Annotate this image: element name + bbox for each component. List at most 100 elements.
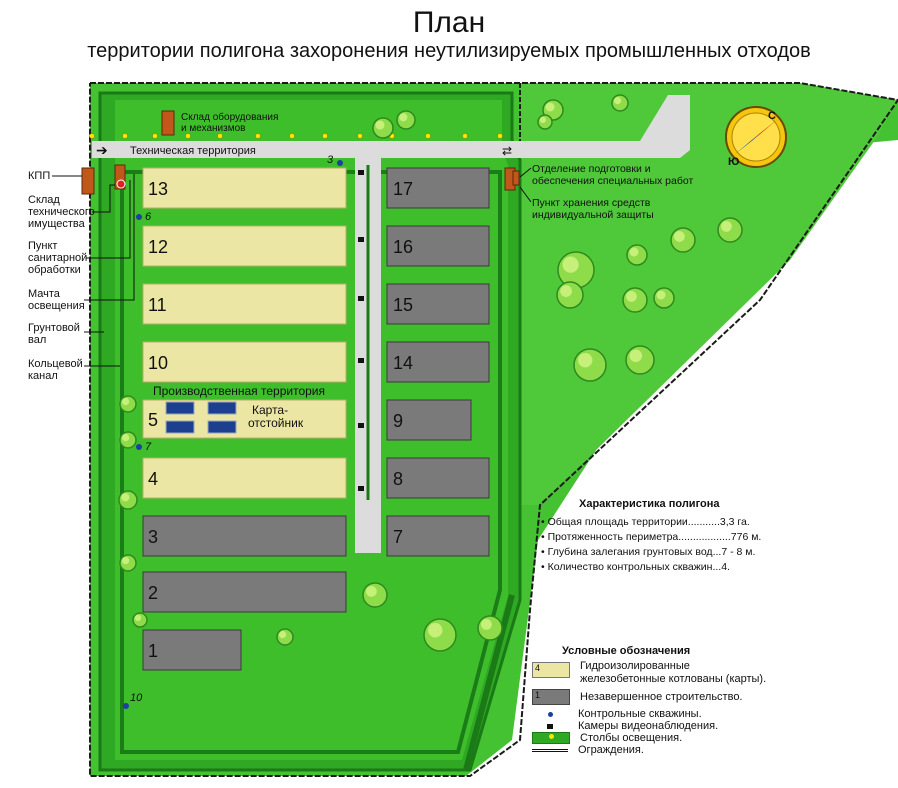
tree-icon: [557, 251, 595, 289]
pit-number: 15: [393, 295, 413, 315]
pit-number: 10: [148, 353, 168, 373]
legend-item: 1 Незавершенное строительство.: [532, 689, 766, 705]
pit-number: 8: [393, 469, 403, 489]
canal-label: Кольцевой канал: [28, 358, 83, 382]
pit-number: 17: [393, 179, 413, 199]
well-label: 6: [145, 211, 152, 223]
compass-icon: С Ю: [725, 106, 787, 168]
well-icon: [123, 703, 129, 709]
lamp-icon: [289, 133, 295, 139]
well-label: 10: [130, 692, 143, 704]
pit-number: 5: [148, 410, 158, 430]
mast-label: Мачта освещения: [28, 288, 85, 312]
well-label: 7: [145, 441, 152, 453]
legend-swatch-yellow: 4: [532, 662, 570, 678]
east-field: [520, 83, 898, 505]
camera-icon: [358, 358, 364, 363]
pit-number: 7: [393, 527, 403, 547]
tree-icon: [362, 582, 388, 608]
legend-text: Гидроизолированные железобетонные котлов…: [580, 660, 767, 685]
tree-icon: [653, 287, 675, 309]
tech-territory-label: Техническая территория: [130, 145, 256, 157]
well-label: 3: [327, 154, 334, 166]
sanitary-label: Пункт санитарной обработки: [28, 240, 88, 276]
tree-icon: [276, 628, 294, 646]
pit-number: 16: [393, 237, 413, 257]
tree-icon: [119, 395, 137, 413]
tree-icon: [372, 117, 394, 139]
pit-11: [142, 283, 347, 325]
pit-number: 9: [393, 411, 403, 431]
lamp-icon: [497, 133, 503, 139]
east-road: [517, 95, 690, 158]
camera-icon: [358, 237, 364, 242]
camera-icon: [358, 423, 364, 428]
legend-item: Контрольные скважины.: [532, 708, 766, 720]
char-item: • Протяженность периметра...............…: [541, 531, 762, 543]
legend-item: Камеры видеонаблюдения.: [532, 720, 766, 732]
legend-text: Камеры видеонаблюдения.: [578, 720, 719, 732]
tree-icon: [119, 554, 137, 572]
characteristics-heading: Характеристика полигона: [579, 498, 720, 510]
pit-number: 2: [148, 583, 158, 603]
tree-icon: [622, 287, 648, 313]
lamp-icon: [122, 133, 128, 139]
leader-line: [519, 167, 532, 178]
gate-arrow-icon: ➔: [96, 142, 108, 158]
pit-number: 13: [148, 179, 168, 199]
legend-heading: Условные обозначения: [562, 645, 691, 657]
legend-swatch-gray: 1: [532, 689, 570, 705]
char-item: • Общая площадь территории...........3,3…: [541, 516, 750, 528]
lamp-symbol-icon: [532, 732, 570, 744]
pit-13: [142, 167, 347, 209]
kpp-label: КПП: [28, 170, 51, 182]
rampart-label: Грунтовой вал: [28, 322, 80, 346]
pit-8: [386, 457, 490, 499]
legend-item: Ограждения.: [532, 744, 766, 756]
prod-territory-label: Производственная территория: [153, 384, 325, 398]
leader-line: [519, 186, 532, 203]
legend-text: Контрольные скважины.: [578, 708, 702, 720]
tree-icon: [611, 94, 629, 112]
lamp-icon: [425, 133, 431, 139]
tree-icon: [573, 348, 607, 382]
camera-icon: [358, 486, 364, 491]
tech-storage: [114, 164, 126, 190]
pit-15: [386, 283, 490, 325]
sanitary-point-icon: [116, 179, 126, 189]
pit-4: [142, 457, 347, 499]
pit-16: [386, 225, 490, 267]
pit-3: [142, 515, 347, 557]
pit-number: 4: [148, 469, 158, 489]
characteristics-panel: Характеристика полигона • Общая площадь …: [541, 497, 761, 575]
svg-text:С: С: [768, 110, 776, 122]
lamp-icon: [217, 133, 223, 139]
tree-icon: [132, 612, 148, 628]
pit-2: [142, 571, 347, 613]
pit-9: [386, 399, 472, 441]
kpp-building: [81, 167, 95, 195]
pit-14: [386, 341, 490, 383]
pit-number: 12: [148, 237, 168, 257]
legend-text: Столбы освещения.: [580, 732, 683, 744]
storage-label: Склад технического имущества: [28, 194, 95, 230]
tree-icon: [670, 227, 696, 253]
tree-icon: [118, 490, 138, 510]
legend: Условные обозначения 4 Гидроизолированны…: [532, 645, 766, 756]
tree-icon: [626, 244, 648, 266]
control-wells: 3 6 7 10: [123, 154, 343, 709]
pit-number: 11: [148, 295, 167, 315]
camera-icon: [358, 170, 364, 175]
video-cameras: [358, 170, 364, 491]
lamp-icon: [89, 133, 95, 139]
well-icon: [136, 444, 142, 450]
map-subtitle: территории полигона захоронения неутилиз…: [87, 40, 811, 62]
fence-outline: [89, 82, 898, 777]
rampart-diagonal: [463, 594, 515, 771]
settling-panels: [165, 401, 237, 434]
